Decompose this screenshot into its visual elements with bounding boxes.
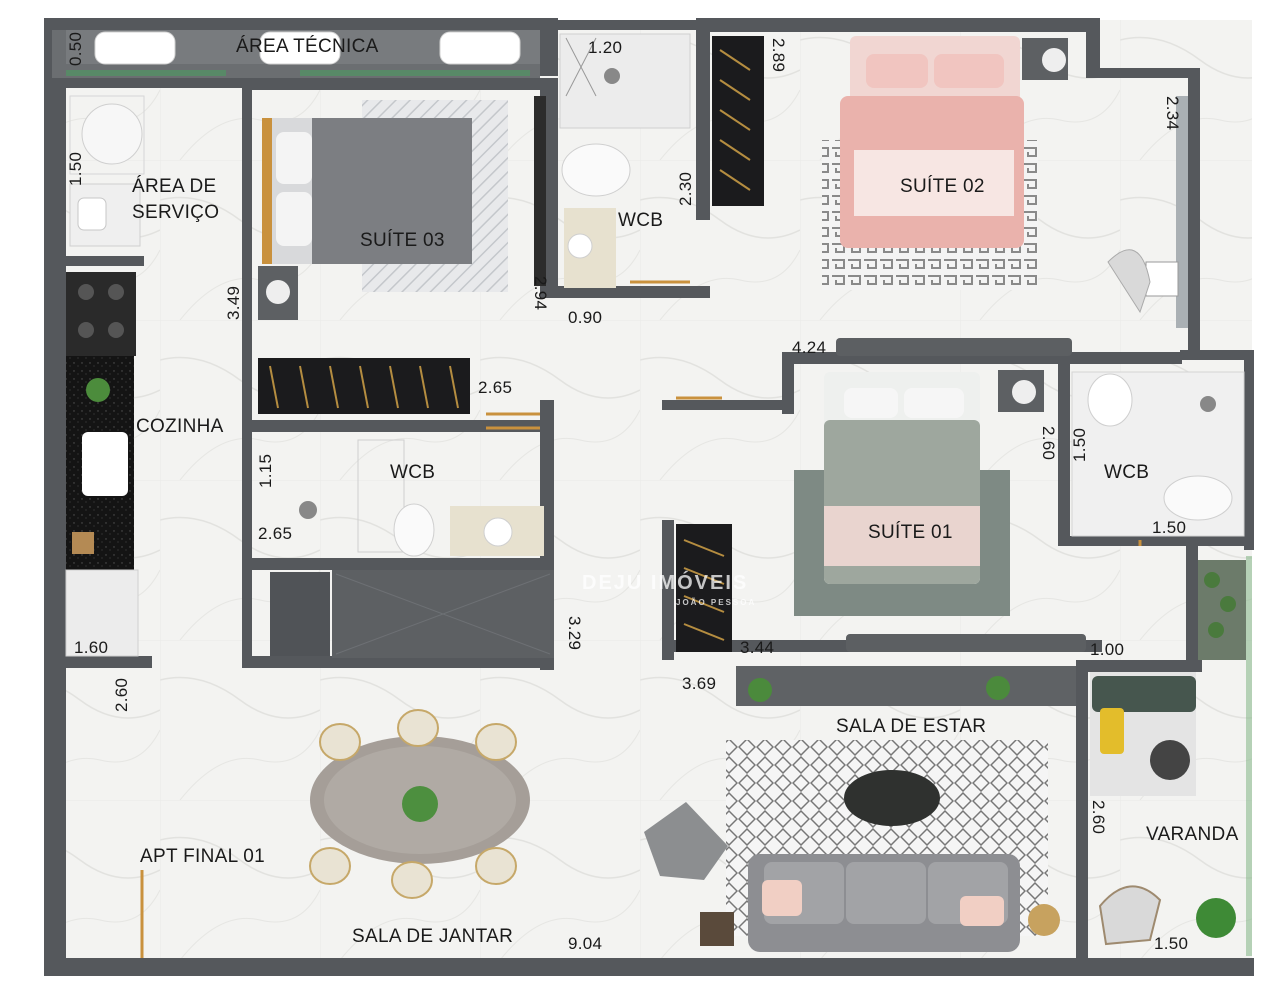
area-tecnica-label: ÁREA TÉCNICA — [236, 36, 379, 57]
dim-369: 3.69 — [682, 674, 717, 693]
cozinha-label: COZINHA — [136, 416, 224, 437]
dim-234: 2.34 — [1163, 96, 1182, 131]
wcb-right-label: WCB — [1104, 462, 1150, 483]
dim-344: 3.44 — [740, 638, 775, 657]
dim-150-wcb-bottom: 1.50 — [1152, 518, 1187, 537]
dim-260-left: 2.60 — [112, 677, 131, 712]
varanda-label: VARANDA — [1146, 824, 1239, 845]
area-servico-label-line1: ÁREA DE — [132, 176, 217, 197]
dim-265-wcb: 2.65 — [258, 524, 293, 543]
suite-03-label: SUÍTE 03 — [360, 230, 445, 251]
dim-150-servico: 1.50 — [66, 151, 85, 186]
sala-estar-label: SALA DE ESTAR — [836, 716, 987, 737]
dim-115: 1.15 — [256, 453, 275, 488]
watermark-sub: JOÃO PESSOA — [676, 598, 757, 607]
dim-120: 1.20 — [588, 38, 623, 57]
area-servico-label-line2: SERVIÇO — [132, 202, 220, 223]
dim-150-varanda: 1.50 — [1154, 934, 1189, 953]
watermark-brand: DEJU IMÓVEIS — [582, 572, 749, 594]
wcb-top-label: WCB — [618, 210, 664, 231]
dim-265-closet: 2.65 — [478, 378, 513, 397]
dim-050: 0.50 — [66, 31, 85, 66]
dim-160: 1.60 — [74, 638, 109, 657]
dim-230: 2.30 — [676, 171, 695, 206]
dim-260-varanda: 2.60 — [1089, 800, 1108, 835]
apt-final-label: APT FINAL 01 — [140, 846, 266, 867]
suite-02-label: SUÍTE 02 — [900, 176, 985, 197]
suite-01-label: SUÍTE 01 — [868, 522, 953, 543]
dim-100: 1.00 — [1090, 640, 1125, 659]
dim-329: 3.29 — [565, 616, 584, 651]
dim-260-suite01: 2.60 — [1039, 426, 1058, 461]
dim-349: 3.49 — [224, 285, 243, 320]
dim-289: 2.89 — [769, 38, 788, 73]
wcb-middle-label: WCB — [390, 462, 436, 483]
dim-904: 9.04 — [568, 934, 603, 953]
dim-090: 0.90 — [568, 308, 603, 327]
dim-150-wcb-right: 1.50 — [1070, 427, 1089, 462]
dim-424: 4.24 — [792, 338, 827, 357]
dim-294: 2.94 — [531, 276, 550, 311]
sala-jantar-label: SALA DE JANTAR — [352, 926, 514, 947]
